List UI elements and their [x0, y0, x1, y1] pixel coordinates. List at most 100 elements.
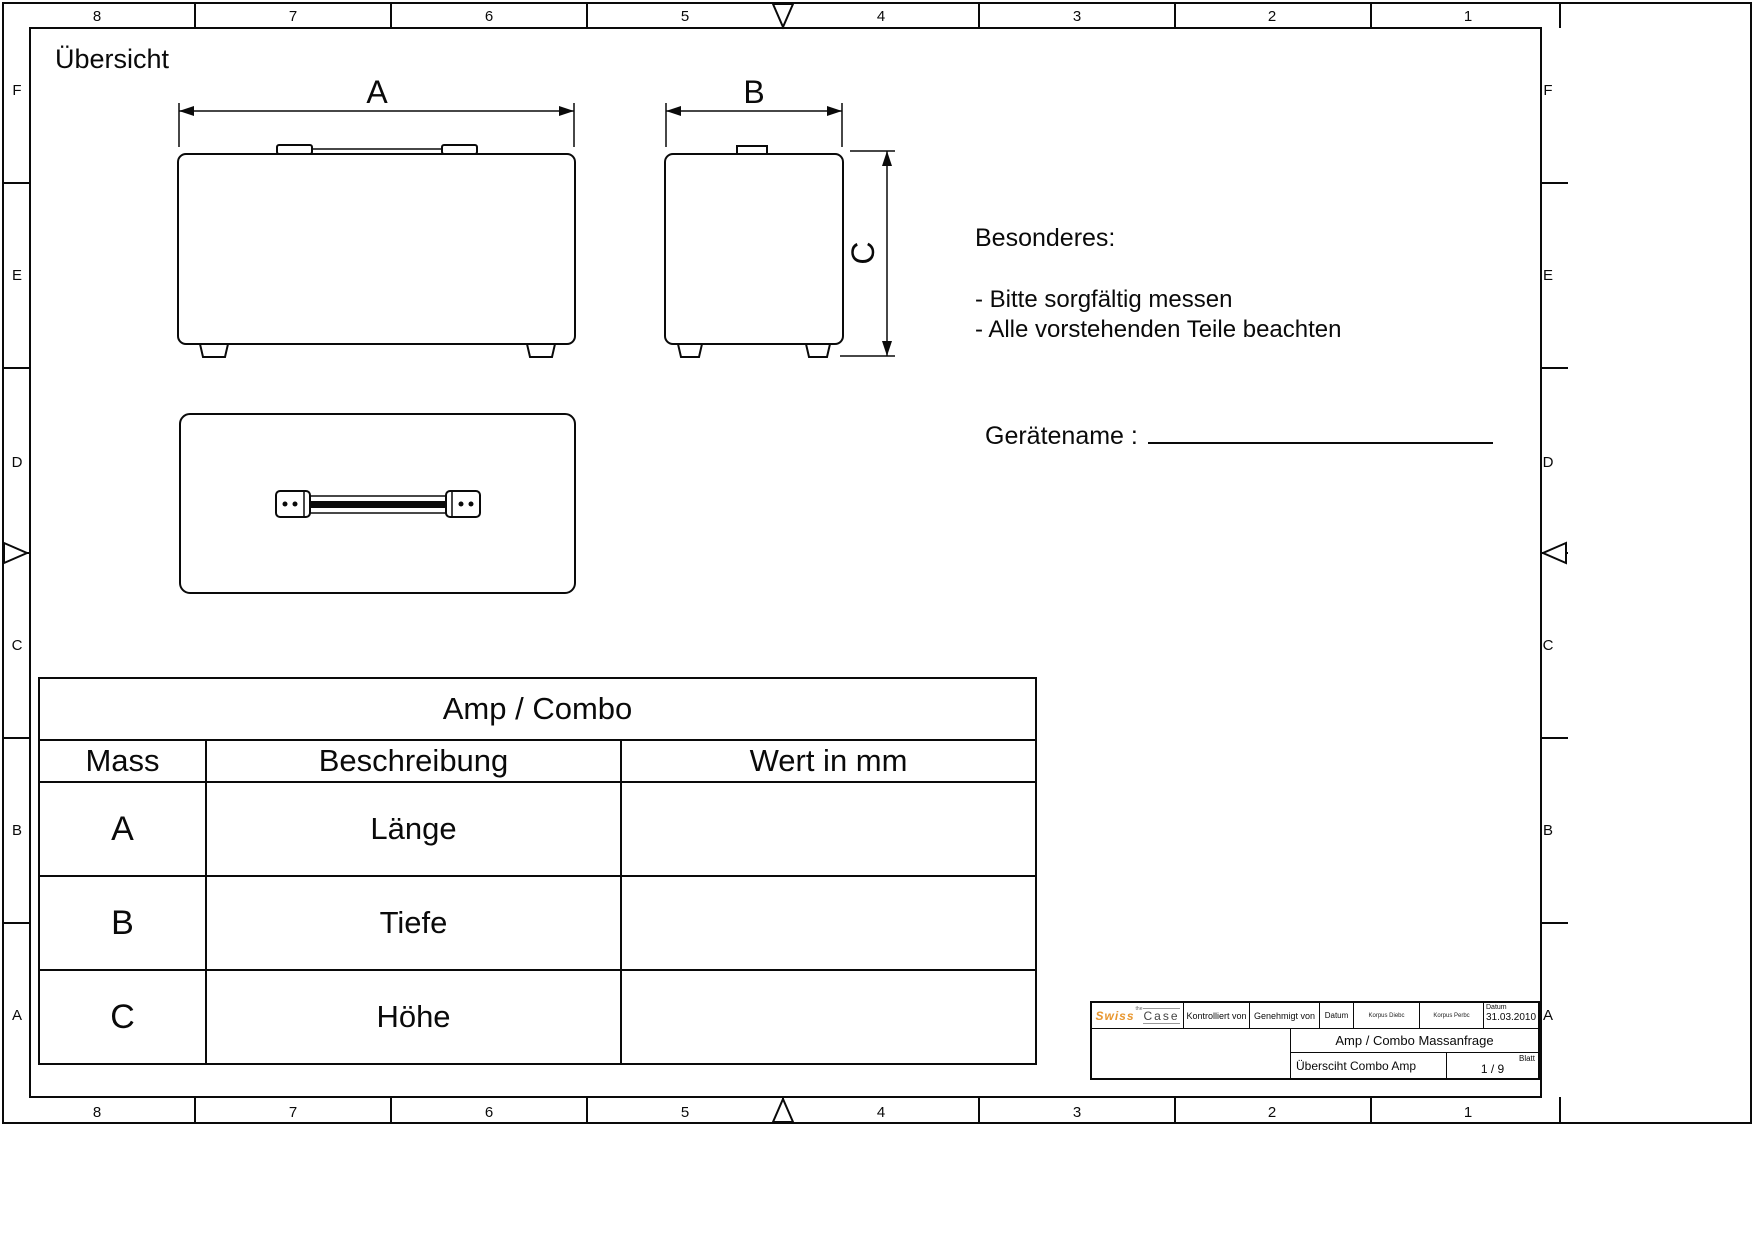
- side-view-foot-right: [804, 343, 832, 358]
- mass-cell-a: A: [38, 781, 207, 877]
- svg-text:E: E: [1543, 267, 1553, 284]
- table-title-row: Amp / Combo: [37, 677, 1038, 741]
- svg-text:D: D: [1543, 454, 1554, 471]
- col-header-mass: Mass: [38, 739, 207, 783]
- datum-label: Datum: [1320, 1003, 1354, 1028]
- front-view-handle-clip-left: [276, 144, 313, 155]
- note-item: - Alle vorstehenden Teile beachten: [975, 316, 1342, 343]
- kontrolliert-von-label: Kontrolliert von: [1184, 1003, 1250, 1028]
- approver-name: Korpus Perbc: [1420, 1003, 1484, 1028]
- frame-zone-labels: 8 7 6 5 4 3 2 1 8 7 6 5 4 3 2 1 F E D C …: [12, 8, 1554, 1121]
- blatt-label: Blatt: [1518, 1054, 1535, 1063]
- project-title: Amp / Combo Massanfrage: [1291, 1029, 1538, 1053]
- measurement-table: Amp / Combo Mass Beschreibung Wert in mm…: [37, 677, 1038, 1065]
- dim-a-label: A: [366, 74, 388, 110]
- svg-text:6: 6: [485, 8, 493, 25]
- svg-text:4: 4: [877, 8, 885, 25]
- svg-text:3: 3: [1073, 8, 1081, 25]
- svg-text:B: B: [12, 822, 22, 839]
- side-view-foot-left: [676, 343, 704, 358]
- top-view-handle-screws: [282, 501, 474, 507]
- top-view-body: [179, 413, 576, 594]
- svg-text:1: 1: [1464, 8, 1472, 25]
- device-name-label: Gerätename :: [985, 422, 1138, 450]
- datum-label: Datum: [1486, 1004, 1507, 1011]
- center-mark-left: [3, 541, 30, 565]
- svg-text:2: 2: [1268, 8, 1276, 25]
- svg-text:B: B: [1543, 822, 1553, 839]
- note-item: - Bitte sorgfältig messen: [975, 286, 1233, 313]
- svg-text:6: 6: [485, 1104, 493, 1121]
- table-row: C Höhe: [38, 969, 1038, 1065]
- sheet-frame: [2, 2, 1752, 1124]
- dimension-a: A: [178, 74, 575, 147]
- logo-case: Case: [1143, 1007, 1180, 1024]
- front-view-handle-clip-right: [441, 144, 478, 155]
- svg-text:2: 2: [1268, 1104, 1276, 1121]
- table-header-row: Mass Beschreibung Wert in mm: [38, 739, 1038, 783]
- side-view: [664, 145, 844, 358]
- beschreibung-cell-b: Tiefe: [205, 875, 622, 971]
- dimension-c: C: [840, 150, 895, 357]
- title-block-spacer: [1092, 1029, 1291, 1078]
- title-block-lower: Amp / Combo Massanfrage Übersciht Combo …: [1092, 1029, 1538, 1078]
- table-row: A Länge: [38, 781, 1038, 877]
- svg-text:F: F: [12, 82, 21, 99]
- dim-c-label: C: [845, 241, 881, 264]
- svg-text:E: E: [12, 267, 22, 284]
- front-view-body: [177, 153, 576, 345]
- svg-text:7: 7: [289, 1104, 297, 1121]
- mass-cell-b: B: [38, 875, 207, 971]
- beschreibung-cell-c: Höhe: [205, 969, 622, 1065]
- blatt-value: 1 / 9: [1480, 1062, 1505, 1076]
- datum-value: 31.03.2010: [1486, 1012, 1537, 1023]
- sheet-name: Übersciht Combo Amp: [1291, 1053, 1447, 1078]
- sheet-number-cell: Blatt 1 / 9: [1447, 1053, 1538, 1078]
- svg-text:7: 7: [289, 8, 297, 25]
- dim-b-label: B: [743, 74, 764, 110]
- svg-text:5: 5: [681, 8, 689, 25]
- notes-heading: Besonderes:: [975, 224, 1116, 252]
- front-view: [177, 144, 576, 358]
- svg-text:D: D: [12, 454, 23, 471]
- svg-text:A: A: [12, 1007, 22, 1024]
- svg-text:C: C: [12, 637, 23, 654]
- side-view-handle-tab: [736, 145, 768, 155]
- side-view-body: [664, 153, 844, 345]
- top-view: [179, 413, 576, 594]
- wert-cell-c[interactable]: [619, 969, 1038, 1065]
- front-view-foot-right: [525, 343, 557, 358]
- svg-text:C: C: [1543, 637, 1554, 654]
- col-header-wert: Wert in mm: [619, 739, 1038, 783]
- page-title: Übersicht: [55, 44, 170, 74]
- svg-text:8: 8: [93, 8, 101, 25]
- logo-swiss: Swiss: [1095, 1008, 1135, 1023]
- front-view-foot-left: [198, 343, 230, 358]
- device-name-field[interactable]: [1147, 418, 1493, 444]
- center-mark-bottom: [771, 1096, 795, 1123]
- svg-text:5: 5: [681, 1104, 689, 1121]
- wert-cell-a[interactable]: [619, 781, 1038, 877]
- svg-text:F: F: [1543, 82, 1552, 99]
- center-mark-top: [771, 3, 795, 30]
- col-header-beschreibung: Beschreibung: [205, 739, 622, 783]
- mass-cell-c: C: [38, 969, 207, 1065]
- wert-cell-b[interactable]: [619, 875, 1038, 971]
- beschreibung-cell-a: Länge: [205, 781, 622, 877]
- svg-text:4: 4: [877, 1104, 885, 1121]
- svg-text:1: 1: [1464, 1104, 1472, 1121]
- device-name-row: Gerätename :: [985, 418, 1493, 451]
- svg-text:A: A: [1543, 1007, 1553, 1024]
- svg-text:8: 8: [93, 1104, 101, 1121]
- center-mark-right: [1540, 541, 1567, 565]
- date-cell: Datum 31.03.2010: [1484, 1003, 1538, 1028]
- genehmigt-von-label: Genehmigt von: [1250, 1003, 1320, 1028]
- logo-the: the: [1135, 1006, 1143, 1012]
- dimension-b: B: [665, 74, 843, 147]
- approver-name: Korpus Diebc: [1354, 1003, 1420, 1028]
